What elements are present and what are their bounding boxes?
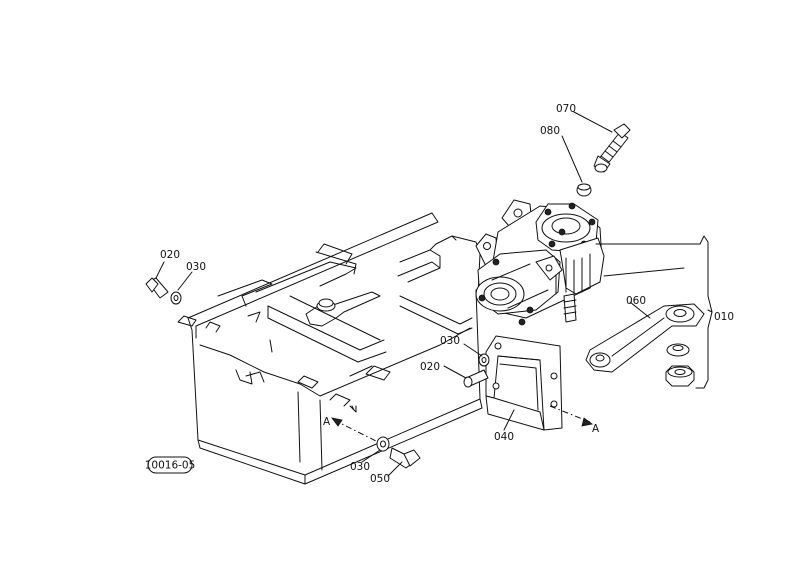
figure-code-text: 10016-05 [145,460,196,472]
washer-030-right [478,353,490,367]
bolt-020-right [463,369,489,388]
bolt-020-left [145,277,169,299]
pitman-arm-060 [585,303,705,373]
callout-050: 050 [370,473,390,485]
callout-010: 010 [714,311,734,323]
chassis-frame [177,212,483,485]
callout-040: 040 [494,431,514,443]
steering-gearbox [475,199,605,326]
washer-030-bottom [376,436,390,452]
callout-020-bracket: 020 [420,361,440,373]
callout-030-bracket: 030 [440,335,460,347]
figure-code-badge: 10016-05 [145,456,196,474]
callout-030-left: 030 [186,261,206,273]
collar-080 [576,183,592,197]
bolt-050 [389,447,421,469]
callout-020-left: 020 [160,249,180,261]
callout-070: 070 [556,103,576,115]
view-marker-a-left: A [323,416,331,428]
view-marker-a-right: A [592,423,600,435]
callout-030-bottom: 030 [350,461,370,473]
leader-lines [155,111,713,477]
input-shaft-070 [593,123,631,173]
bracket-040 [485,335,563,431]
washer-and-nut [665,343,695,387]
washer-030-left [170,291,182,305]
callout-080: 080 [540,125,560,137]
callout-060: 060 [626,295,646,307]
